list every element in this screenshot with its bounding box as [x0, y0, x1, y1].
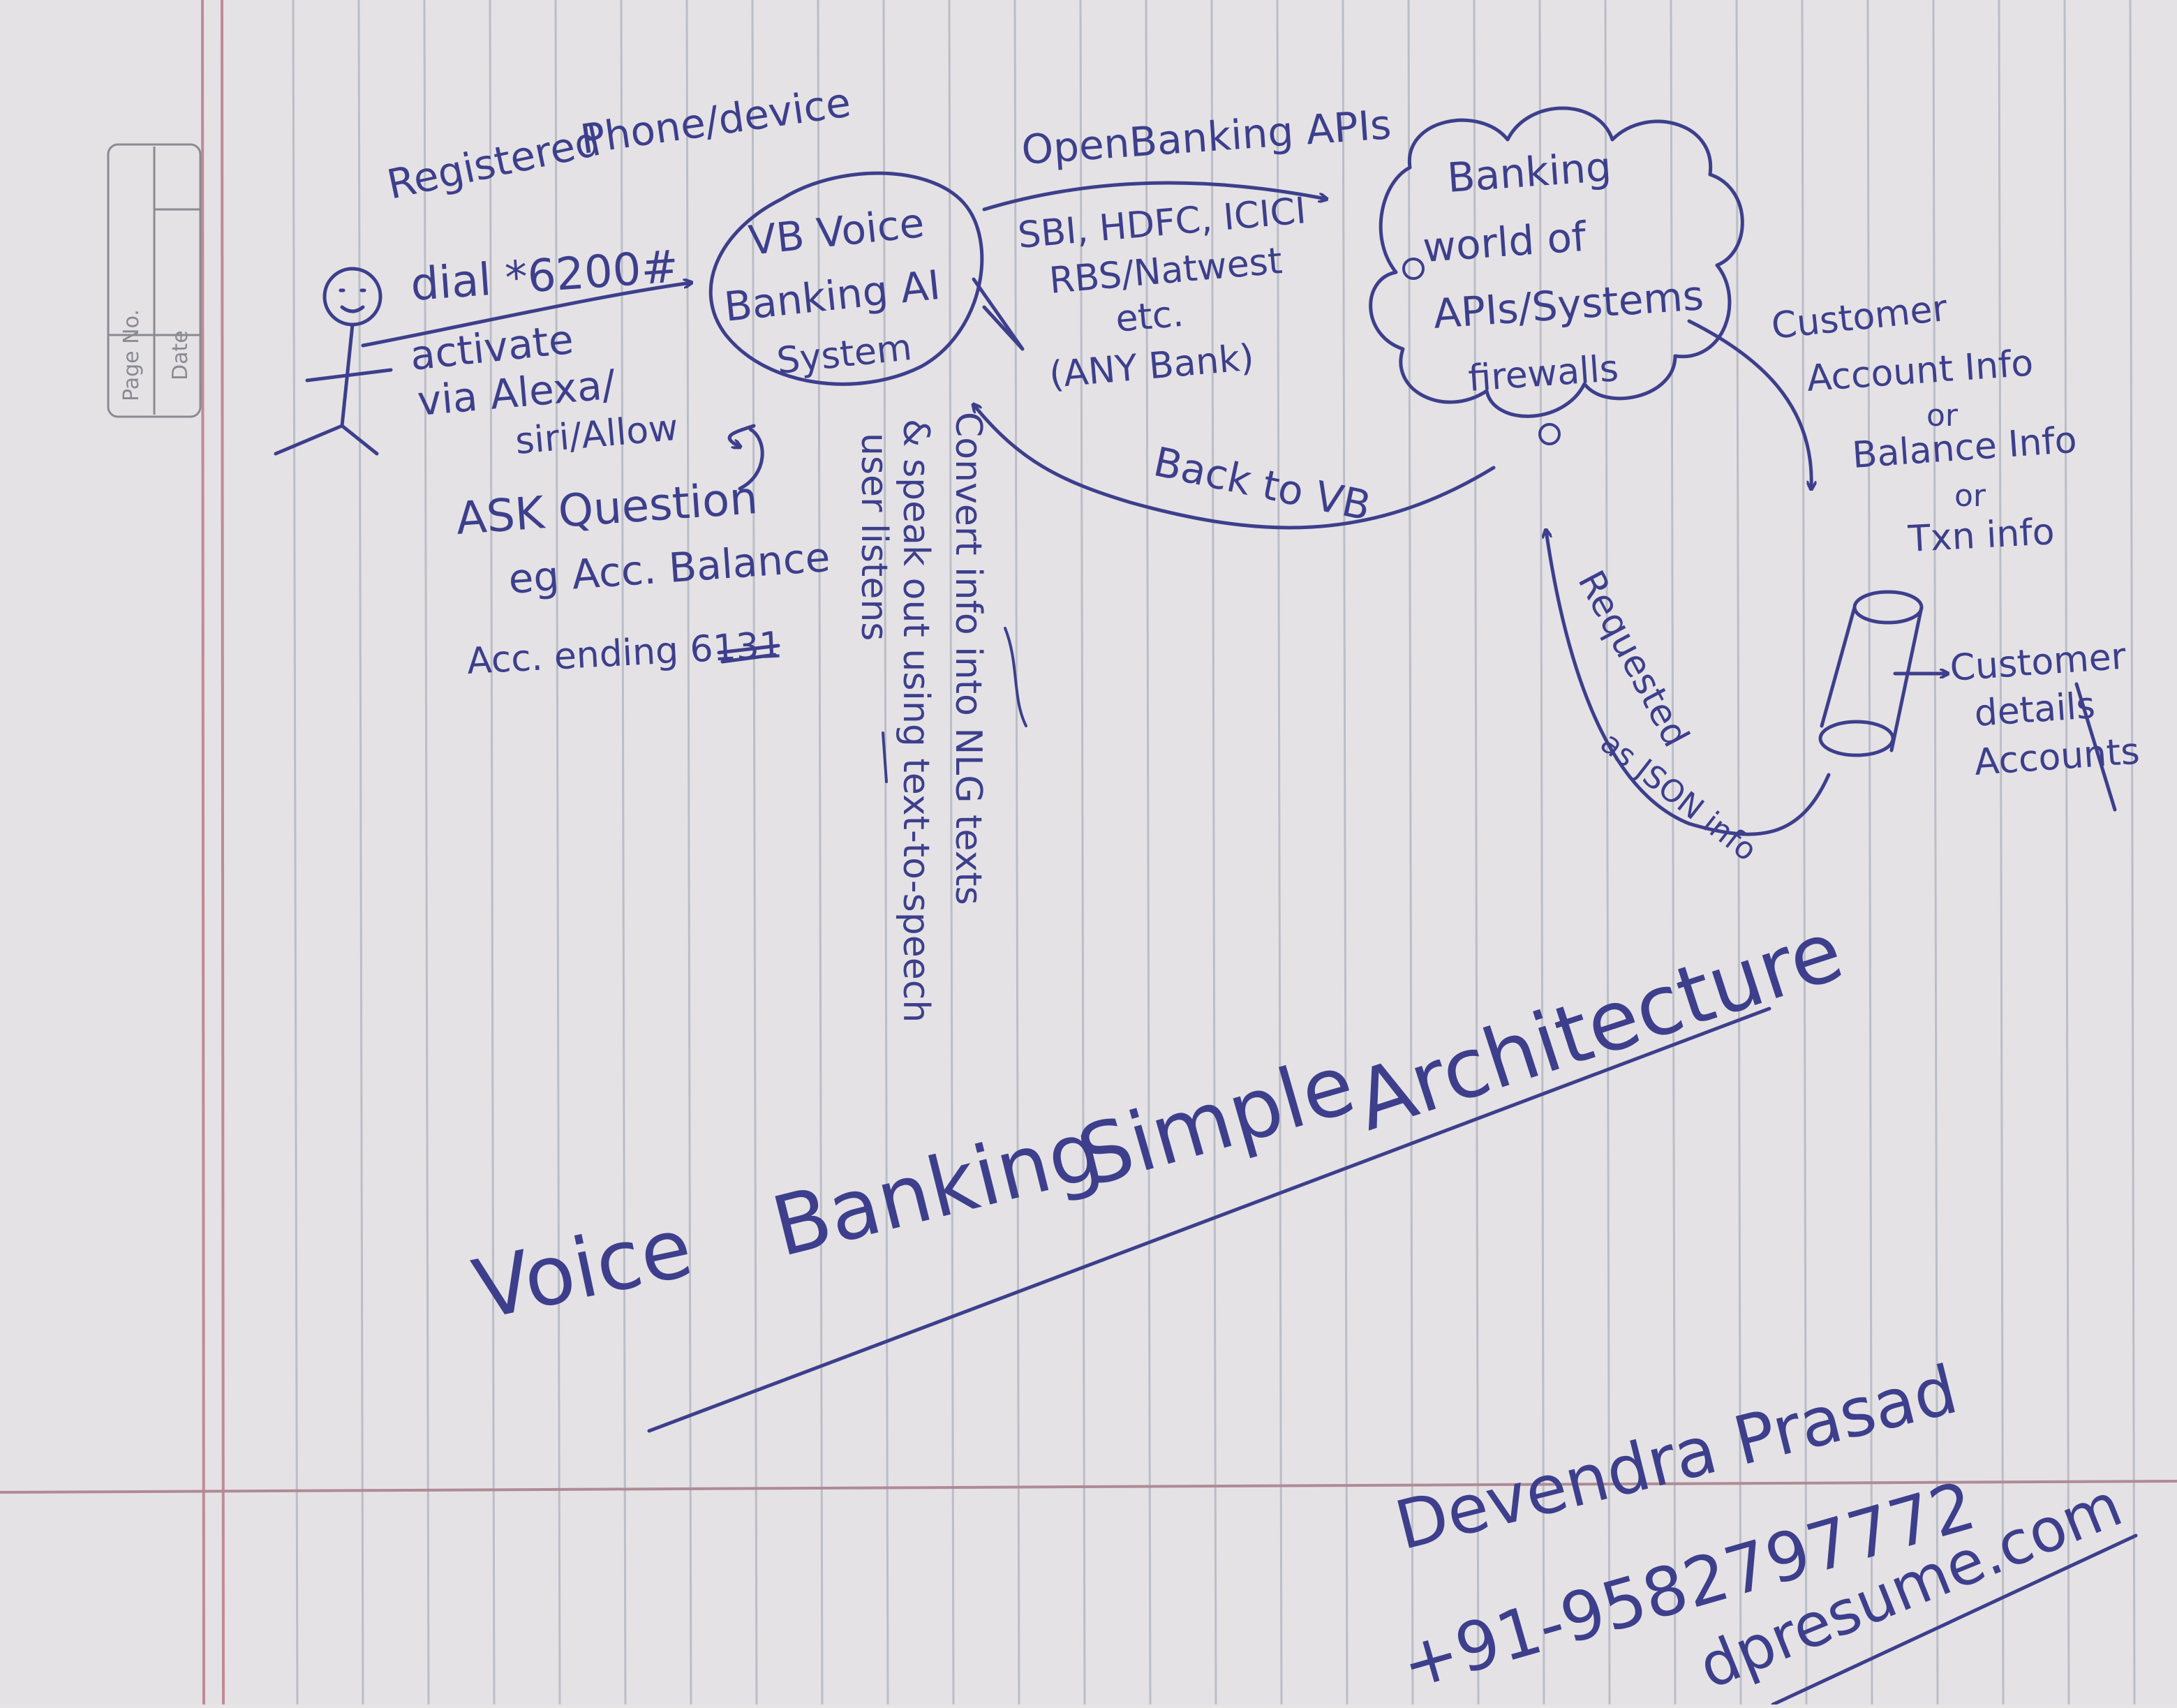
ruled-line: [1801, 0, 1808, 1705]
user-stick-figure: [274, 267, 393, 456]
ruled-line: [1998, 0, 2005, 1705]
page-date-box: Page No. Date: [107, 143, 202, 418]
underline-6131: [717, 644, 780, 655]
cloud-line1: Banking: [1446, 143, 1613, 202]
ruled-line: [751, 0, 758, 1705]
title-underline: [647, 1007, 1771, 1433]
ruled-line: [1276, 0, 1283, 1705]
ruled-line: [1735, 0, 1742, 1705]
ruled-line: [1342, 0, 1348, 1705]
ruled-line: [1079, 0, 1086, 1705]
ruled-line: [2129, 0, 2136, 1705]
account-info-arrow: [1687, 319, 1811, 489]
bottom-margin-line: [0, 1480, 2177, 1494]
page-no-label: Page No.: [119, 309, 144, 401]
margin-line: [201, 0, 205, 1705]
account-info-or1: or: [1926, 398, 1959, 433]
ruled-line: [817, 0, 824, 1705]
ruled-line: [948, 0, 955, 1705]
db-details-bracket: [2074, 682, 2117, 812]
ruled-line: [423, 0, 430, 1705]
ruled-line: [1670, 0, 1677, 1705]
banks-line3: etc.: [1114, 293, 1185, 341]
convert-note-line1: Convert info into NLG texts: [947, 412, 989, 905]
customer-database-icon: [1818, 590, 1924, 757]
dial-arrow: [361, 283, 691, 348]
ruled-line: [1145, 0, 1152, 1705]
ruled-lines: [292, 0, 2136, 1705]
ruled-line: [292, 0, 299, 1705]
date-label: Date: [168, 330, 193, 380]
ruled-line: [554, 0, 561, 1705]
answer-arrow: [727, 424, 756, 447]
margin-line-2: [221, 0, 225, 1705]
ruled-line: [1538, 0, 1545, 1705]
cloud-line4: firewalls: [1467, 348, 1620, 400]
ruled-line: [1013, 0, 1020, 1705]
ruled-line: [620, 0, 627, 1705]
ruled-line: [882, 0, 889, 1705]
account-info-line4: Txn info: [1907, 511, 2056, 560]
ruled-line: [1473, 0, 1480, 1705]
open-banking-arrow: [982, 181, 1326, 211]
db-details-line2: details: [1973, 685, 2097, 735]
json-request-arrow: [1546, 530, 1831, 836]
cloud-line2: world of: [1421, 213, 1589, 272]
convert-bracket: [1004, 627, 1027, 727]
ruled-line: [1210, 0, 1217, 1705]
ruled-line: [357, 0, 364, 1705]
ruled-line: [1407, 0, 1414, 1705]
convert-note-line2: & speak out using text-to-speech: [895, 419, 937, 1023]
account-info-or2: or: [1954, 478, 1986, 514]
ruled-line: [1932, 0, 1939, 1705]
ruled-line: [1604, 0, 1611, 1705]
back-to-vb-arrow: [974, 405, 1496, 530]
ruled-line: [489, 0, 496, 1705]
ruled-line: [2063, 0, 2070, 1705]
convert-note-line3: user listens: [853, 433, 895, 641]
ruled-line: [1866, 0, 1873, 1705]
signature-underline: [1771, 1534, 2138, 1707]
